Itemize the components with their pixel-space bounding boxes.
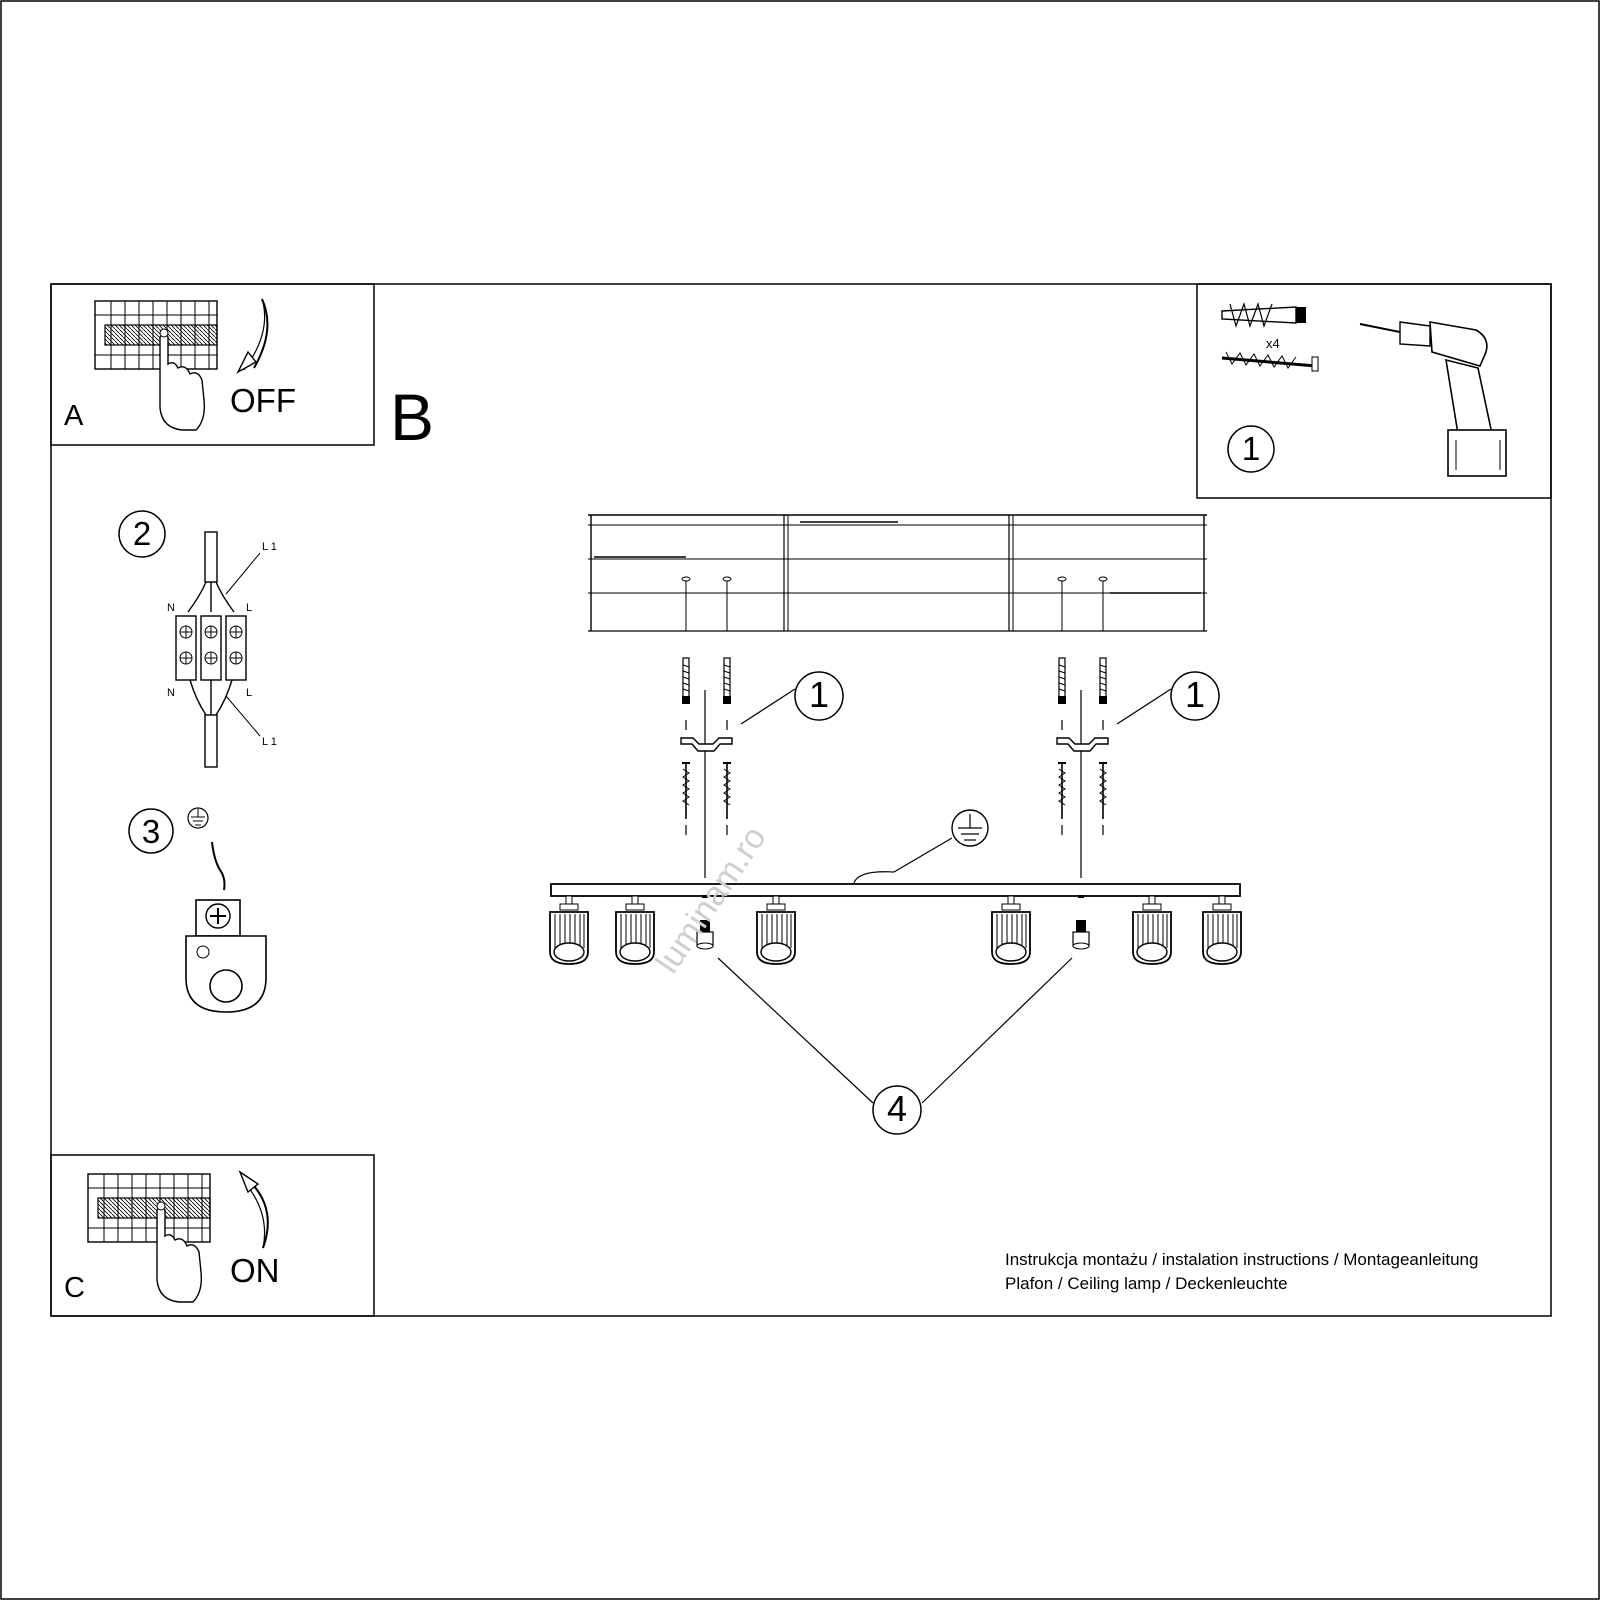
- leader-line: [1116, 688, 1172, 725]
- wire-label-l1-top: L 1: [262, 541, 277, 553]
- wire-label-l-bottom: L: [246, 687, 253, 699]
- drill-holes: [681, 576, 1108, 631]
- wire-label-n-top: N: [167, 602, 175, 614]
- leader-line: [740, 688, 796, 725]
- main-frame: [50, 283, 1552, 1317]
- arrow-down-icon: [236, 298, 269, 374]
- ceiling-icon: [588, 514, 1207, 632]
- mounting-bracket-icon: [680, 737, 733, 752]
- callout-1-right-label: 1: [1184, 674, 1206, 715]
- callout-2-label: 2: [132, 515, 152, 552]
- hand-icon: [159, 328, 206, 431]
- wall-plug-icon: [681, 657, 691, 705]
- step-a-box: [50, 283, 375, 446]
- wire-label-l1-bottom: L 1: [262, 736, 277, 748]
- callout-1-left: [794, 671, 844, 721]
- quantity-label: x4: [1266, 336, 1280, 351]
- terminal-block-icon: [175, 531, 261, 768]
- wall-plug-icon: [722, 657, 732, 705]
- callout-3-label: 3: [141, 813, 161, 850]
- tools-box: [1196, 283, 1552, 499]
- hand-icon: [156, 1201, 203, 1303]
- step-c-action: ON: [230, 1252, 280, 1289]
- step-a-letter: A: [64, 400, 84, 432]
- screw-icon: [696, 895, 714, 950]
- wall-plug-icon: [1221, 302, 1306, 328]
- footer-line-1: Instrukcja montażu / instalation instruc…: [1005, 1250, 1479, 1269]
- leader-line: [717, 957, 874, 1104]
- earth-symbol-icon: [853, 809, 989, 884]
- callout-4: [872, 1085, 922, 1135]
- screw-icon: [1221, 351, 1319, 372]
- step-c-letter: C: [64, 1272, 85, 1304]
- step-b-letter: B: [390, 380, 435, 454]
- screw-icon: [1072, 895, 1090, 950]
- callout-1-tools-label: 1: [1241, 430, 1261, 467]
- spotlight-icon: [549, 895, 589, 965]
- spotlight-icon: [1132, 895, 1172, 965]
- leader-line: [921, 957, 1073, 1104]
- screw-icon: [681, 762, 691, 820]
- screw-icon: [1098, 762, 1108, 820]
- wall-plug-icon: [1057, 657, 1067, 705]
- axis-lines: [685, 690, 1104, 878]
- spotlight-icon: [1202, 895, 1242, 965]
- spotlight-icon: [756, 895, 796, 965]
- callout-1-right: [1170, 671, 1220, 721]
- earth-symbol-icon: [187, 807, 209, 829]
- drill-icon: [1359, 321, 1507, 477]
- lamp-bar: [550, 883, 1241, 897]
- callout-1-left-label: 1: [808, 674, 830, 715]
- step-c-box: [50, 1154, 375, 1317]
- switch-panel-icon: [94, 300, 218, 370]
- callout-3: [128, 808, 174, 854]
- screw-icon: [722, 762, 732, 820]
- switch-panel-icon: [87, 1173, 211, 1243]
- callout-2: [118, 510, 166, 558]
- earth-clamp-icon: [185, 841, 267, 1013]
- footer-line-2: Plafon / Ceiling lamp / Deckenleuchte: [1005, 1274, 1288, 1293]
- spotlight-icon: [991, 895, 1031, 965]
- wire-label-n-bottom: N: [167, 687, 175, 699]
- wall-plug-icon: [1098, 657, 1108, 705]
- callout-4-label: 4: [886, 1088, 908, 1129]
- spotlight-icon: [615, 895, 655, 965]
- screw-icon: [1057, 762, 1067, 820]
- step-a-action: OFF: [230, 382, 296, 419]
- mounting-bracket-icon: [1056, 737, 1109, 752]
- callout-1-tools: [1227, 425, 1275, 473]
- arrow-up-icon: [238, 1170, 269, 1249]
- wire-label-l-top: L: [246, 602, 253, 614]
